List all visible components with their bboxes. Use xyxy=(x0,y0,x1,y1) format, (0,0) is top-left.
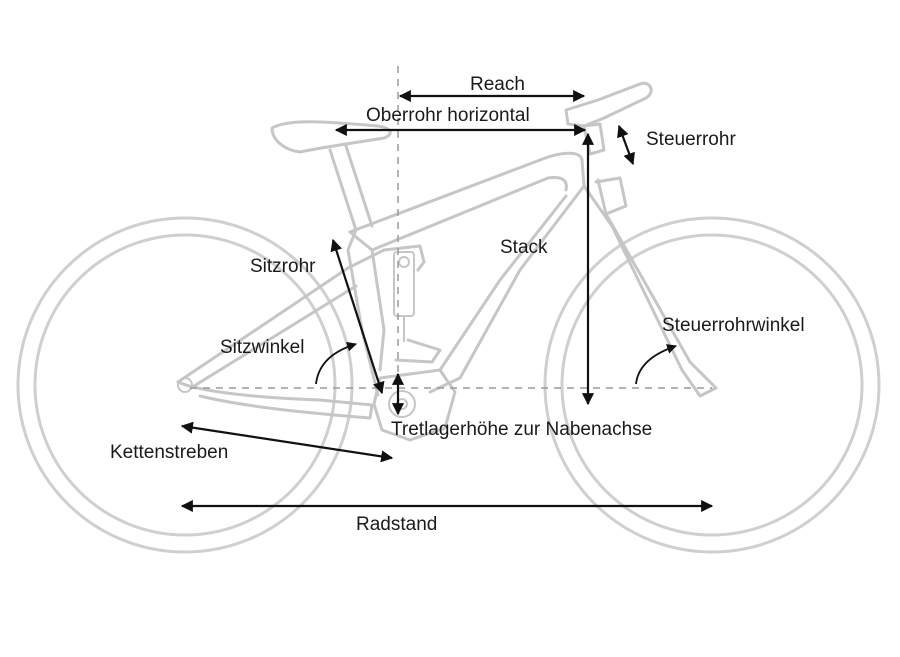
label-radstand: Radstand xyxy=(356,514,437,535)
stem xyxy=(564,81,653,128)
label-kettenstreben: Kettenstreben xyxy=(110,442,228,463)
frame-seat-tube xyxy=(346,228,386,397)
frame-down-tube-inner xyxy=(438,194,568,372)
reference-lines xyxy=(190,66,712,389)
fork xyxy=(582,178,718,398)
rear-dropout xyxy=(177,377,193,393)
seatpost xyxy=(328,144,374,232)
frame-down-tube xyxy=(428,184,586,394)
labels: Reach Oberrohr horizontal Steuerrohr Sta… xyxy=(110,74,805,535)
rear-shock xyxy=(382,244,442,364)
frame-top-tube-lower xyxy=(370,176,568,252)
label-tretlager: Tretlagerhöhe zur Nabenachse xyxy=(391,419,652,440)
label-sitzwinkel: Sitzwinkel xyxy=(220,337,304,358)
label-stack: Stack xyxy=(500,237,548,258)
label-steuerrohr: Steuerrohr xyxy=(646,129,736,150)
measurement-arrows xyxy=(180,89,714,513)
sitzwinkel-arc xyxy=(315,341,357,385)
fork-crown xyxy=(594,176,628,216)
sitzrohr-arrow xyxy=(330,238,385,395)
front-wheel xyxy=(543,216,881,554)
chainstay xyxy=(176,380,374,420)
label-reach: Reach xyxy=(470,74,525,95)
label-oberrohr: Oberrohr horizontal xyxy=(366,105,530,126)
steuerrohrwinkel-arc xyxy=(635,344,677,385)
steuerrohr-arrow xyxy=(617,124,635,166)
label-steuerrohrwinkel: Steuerrohrwinkel xyxy=(662,315,805,336)
label-sitzrohr: Sitzrohr xyxy=(250,256,316,277)
kettenstreben-arrow xyxy=(180,421,394,463)
saddle xyxy=(270,120,392,154)
